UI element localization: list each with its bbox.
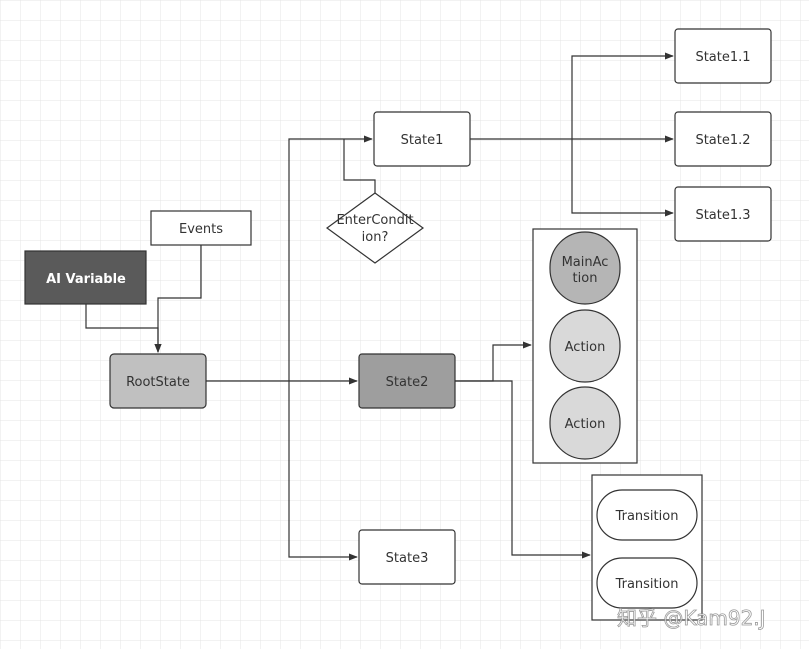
node-transition-2-label: Transition xyxy=(615,577,679,592)
connectors xyxy=(85,52,674,561)
node-state1-3[interactable]: State1.3 xyxy=(674,186,772,242)
edge-rootstate-to-state3 xyxy=(288,381,358,561)
node-state2-label: State2 xyxy=(386,375,429,390)
node-transition-2[interactable]: Transition xyxy=(596,557,698,609)
node-enter-condition-label-line1: EnterCondit xyxy=(336,213,413,228)
node-ai-variable[interactable]: AI Variable xyxy=(24,250,147,305)
edge-state1-to-state1-1 xyxy=(571,52,674,139)
watermark: 知乎 @Kam92.J xyxy=(617,606,766,630)
node-main-action-label-line1: MainAc xyxy=(562,255,609,270)
node-events[interactable]: Events xyxy=(150,210,252,246)
edge-state1-to-state1-3 xyxy=(571,139,674,217)
node-transition-1[interactable]: Transition xyxy=(596,489,698,541)
node-transition-1-label: Transition xyxy=(615,509,679,524)
node-main-action[interactable]: MainAc tion xyxy=(549,231,621,305)
node-state2[interactable]: State2 xyxy=(358,353,456,409)
node-state1-2[interactable]: State1.2 xyxy=(674,111,772,167)
node-state1-3-label: State1.3 xyxy=(695,208,750,223)
node-events-label: Events xyxy=(179,222,223,237)
node-ai-variable-label: AI Variable xyxy=(46,272,126,287)
node-action-2[interactable]: Action xyxy=(549,386,621,460)
node-state1-1-label: State1.1 xyxy=(695,50,750,65)
edge-state2-to-transitions xyxy=(455,380,591,559)
node-root-state-label: RootState xyxy=(126,375,190,390)
edge-events-to-rootstate xyxy=(154,245,202,353)
node-state3-label: State3 xyxy=(386,551,429,566)
node-main-action-label-line2: tion xyxy=(573,271,598,286)
node-state1-2-label: State1.2 xyxy=(695,133,750,148)
node-action-1-label: Action xyxy=(565,340,606,355)
edge-entercondition-to-state1 xyxy=(343,139,376,193)
node-enter-condition[interactable]: EnterCondit ion? xyxy=(325,192,425,264)
node-state1-1[interactable]: State1.1 xyxy=(674,28,772,84)
node-state3[interactable]: State3 xyxy=(358,529,456,585)
node-root-state[interactable]: RootState xyxy=(109,353,207,409)
node-action-2-label: Action xyxy=(565,417,606,432)
node-state1-label: State1 xyxy=(401,133,444,148)
node-action-1[interactable]: Action xyxy=(549,309,621,383)
node-state1[interactable]: State1 xyxy=(373,111,471,167)
node-enter-condition-label-line2: ion? xyxy=(362,230,389,245)
